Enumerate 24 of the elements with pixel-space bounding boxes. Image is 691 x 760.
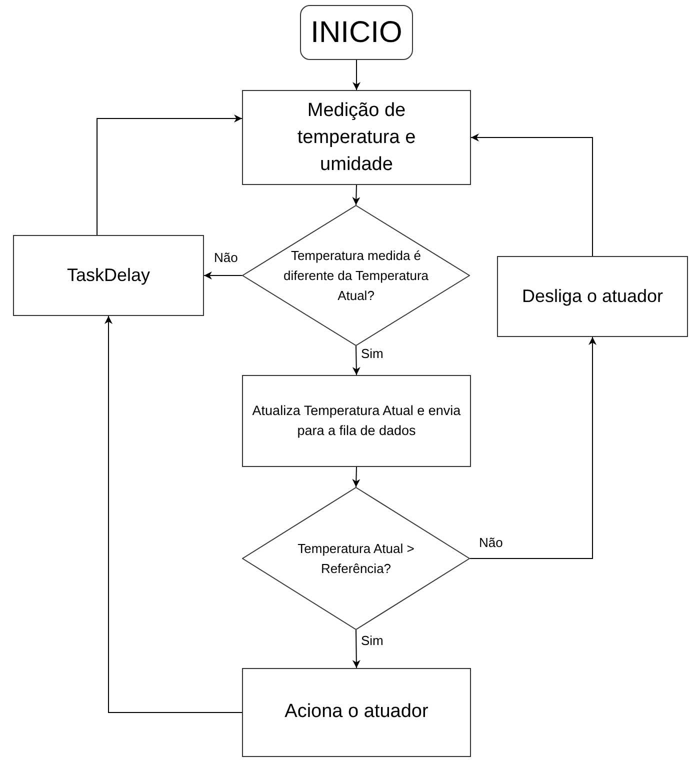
- process-box: [497, 256, 688, 337]
- arrow: [352, 184, 360, 206]
- arrow: [470, 336, 596, 559]
- node-text: Aciona o atuador: [284, 700, 428, 724]
- arrow: [104, 316, 242, 713]
- arrow: [204, 272, 242, 280]
- node-text: TaskDelay: [66, 264, 150, 287]
- node-text: Atualiza Temperatura Atual e envia para a fila de dados: [251, 402, 462, 440]
- arrow: [352, 60, 360, 90]
- node-text: Desliga o atuador: [520, 285, 664, 308]
- arrow: [352, 466, 360, 488]
- node-text: Temperatura medida é diferente da Temperatura Atual?: [282, 246, 430, 304]
- node-text: INICIO: [310, 18, 402, 48]
- process-box: [13, 235, 204, 316]
- process-box: [242, 90, 471, 185]
- node-text: Temperatura Atual > Referência?: [297, 540, 415, 578]
- arrow: [352, 630, 360, 668]
- process-box: [242, 668, 471, 757]
- start-terminal: [300, 5, 413, 60]
- arrow: [352, 346, 360, 376]
- process-box: [242, 375, 471, 467]
- node-text: Medição de temperatura e umidade: [296, 99, 417, 177]
- arrow: [470, 134, 593, 256]
- arrow: [96, 114, 242, 236]
